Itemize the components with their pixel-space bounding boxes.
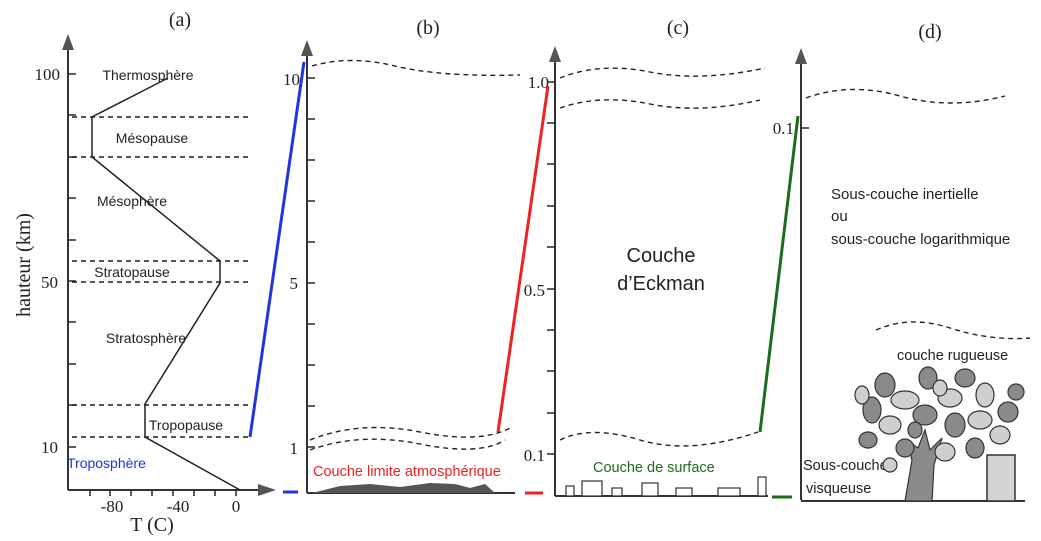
panel-d-y-arrow	[795, 48, 807, 64]
panel-b-tick-10: 10	[283, 70, 300, 89]
layer-stratopause: Stratopause	[94, 264, 170, 280]
inertial-text-line3: sous-couche logarithmique	[831, 231, 1010, 248]
eckman-title-line2: d’Eckman	[617, 273, 705, 295]
panel-c-tick-1.0: 1.0	[528, 73, 549, 92]
panel-d-top-boundary	[805, 88, 1006, 104]
x-tick-minus80: -80	[101, 497, 124, 516]
surface-layer-caption: Couche de surface	[593, 460, 715, 476]
eckman-title-line1: Couche	[627, 245, 696, 267]
layer-stratosphere: Stratosphère	[106, 330, 186, 346]
panel-c-label: (c)	[667, 17, 689, 39]
surface-buildings	[565, 476, 767, 497]
panel-d-label: (d)	[918, 21, 941, 43]
panel-b-label: (b)	[416, 17, 439, 39]
panel-d: (d) 0.1 Sous-couche inertielle ou sous-c…	[773, 21, 1031, 502]
panel-a-x-ticks	[89, 490, 237, 496]
panel-a: (a) hauteur (km) T (C) 100 50 10	[13, 9, 306, 536]
viscous-line1: Sous-couche	[803, 458, 888, 474]
panel-c-y-arrow	[549, 46, 561, 62]
zoom-line-red	[496, 85, 550, 433]
zoom-line-green	[758, 115, 800, 433]
panel-b-top-boundary	[311, 59, 521, 77]
zoom-line-blue	[248, 61, 306, 438]
inertial-text-line1: Sous-couche inertielle	[831, 186, 979, 203]
terrain-profile	[312, 483, 495, 493]
x-axis-label: T (C)	[130, 514, 174, 536]
abl-caption: Couche limite atmosphérique	[313, 464, 501, 480]
panel-b-tick-1: 1	[290, 439, 299, 458]
viscous-line2: visqueuse	[806, 481, 871, 497]
inertial-text-line2: ou	[831, 208, 848, 225]
layer-mesopause: Mésopause	[116, 130, 189, 146]
panel-a-x-arrow	[258, 484, 276, 496]
building	[986, 454, 1016, 502]
y-tick-50: 50	[41, 273, 58, 292]
panel-b-tick-5: 5	[290, 274, 299, 293]
panel-a-y-arrow	[62, 34, 74, 50]
y-tick-100: 100	[35, 65, 61, 84]
panel-b: (b) 10 5 1 Couche limite atmosphérique	[283, 17, 550, 495]
panel-c: (c) 1.0 0.5 0.1 Couche d’Eckman Couche d…	[524, 17, 800, 499]
panel-b-y-ticks	[307, 77, 315, 448]
y-tick-10: 10	[41, 438, 58, 457]
surface-layer-top	[559, 431, 759, 447]
temperature-profile	[91, 77, 241, 491]
y-axis-label: hauteur (km)	[13, 213, 35, 317]
panel-c-top-boundary-1	[559, 67, 766, 79]
rough-layer-label: couche rugueuse	[897, 348, 1008, 364]
panel-a-label: (a)	[169, 9, 191, 31]
x-tick-0: 0	[232, 497, 241, 516]
abl-top-boundary-1	[309, 426, 511, 441]
tree-illustration	[854, 366, 1025, 502]
layer-troposphere: Troposphère	[67, 455, 146, 471]
roughness-layer-top	[875, 321, 1031, 340]
panel-c-y-ticks	[547, 81, 555, 455]
layer-tropopause: Tropopause	[149, 417, 223, 433]
panel-c-tick-0.1: 0.1	[524, 446, 545, 465]
panel-d-tick-0.1: 0.1	[773, 119, 794, 138]
panel-c-top-boundary-2	[559, 99, 761, 109]
panel-b-y-arrow	[301, 40, 313, 56]
abl-top-boundary-2	[309, 438, 506, 451]
layer-thermosphere: Thermosphère	[102, 67, 193, 83]
x-tick-minus40: -40	[167, 497, 190, 516]
panel-c-tick-0.5: 0.5	[524, 281, 545, 300]
tree-foliage	[854, 366, 1025, 473]
layer-mesosphere: Mésophère	[97, 193, 167, 209]
